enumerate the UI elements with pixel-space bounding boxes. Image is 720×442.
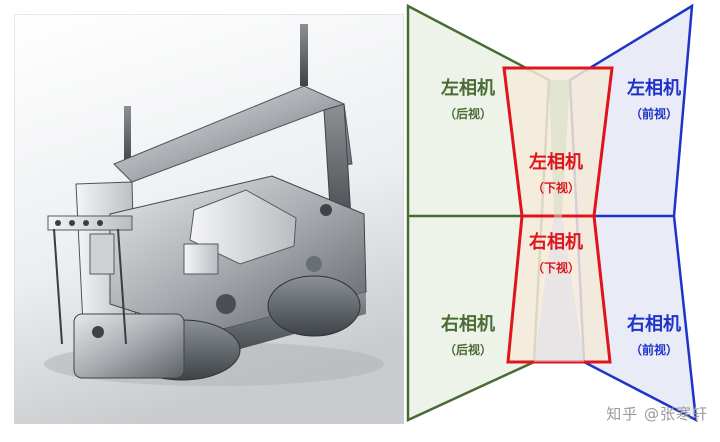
watermark-text: 知乎 @张寒轩 xyxy=(606,405,708,423)
camera-view-diagram: 左相机 （后视） 左相机 （前视） 左相机 （下视） 右相机 （下视） 右相机 … xyxy=(404,0,720,438)
svg-text:（后视）: （后视） xyxy=(444,106,492,121)
svg-text:（下视）: （下视） xyxy=(532,180,580,195)
right-rear-camera-label: 右相机 （后视） xyxy=(441,313,495,357)
svg-text:右相机: 右相机 xyxy=(441,313,495,335)
svg-text:（前视）: （前视） xyxy=(630,342,678,357)
left-front-camera-label: 左相机 （前视） xyxy=(627,77,681,121)
svg-text:左相机: 左相机 xyxy=(441,77,495,99)
svg-text:右相机: 右相机 xyxy=(529,231,583,253)
svg-text:（前视）: （前视） xyxy=(630,106,678,121)
rig-render-svg xyxy=(13,13,405,425)
left-down-camera-label: 左相机 （下视） xyxy=(529,151,583,195)
right-front-camera-label: 右相机 （前视） xyxy=(627,313,681,357)
svg-text:（后视）: （后视） xyxy=(444,342,492,357)
left-rear-camera-label: 左相机 （后视） xyxy=(441,77,495,121)
svg-text:（下视）: （下视） xyxy=(532,260,580,275)
right-down-camera-label: 右相机 （下视） xyxy=(529,231,583,275)
svg-text:左相机: 左相机 xyxy=(627,77,681,99)
view-diagram-svg: 左相机 （后视） 左相机 （前视） 左相机 （下视） 右相机 （下视） 右相机 … xyxy=(406,3,698,423)
rig-render-image xyxy=(13,13,405,425)
svg-text:右相机: 右相机 xyxy=(627,313,681,335)
svg-text:左相机: 左相机 xyxy=(529,151,583,173)
